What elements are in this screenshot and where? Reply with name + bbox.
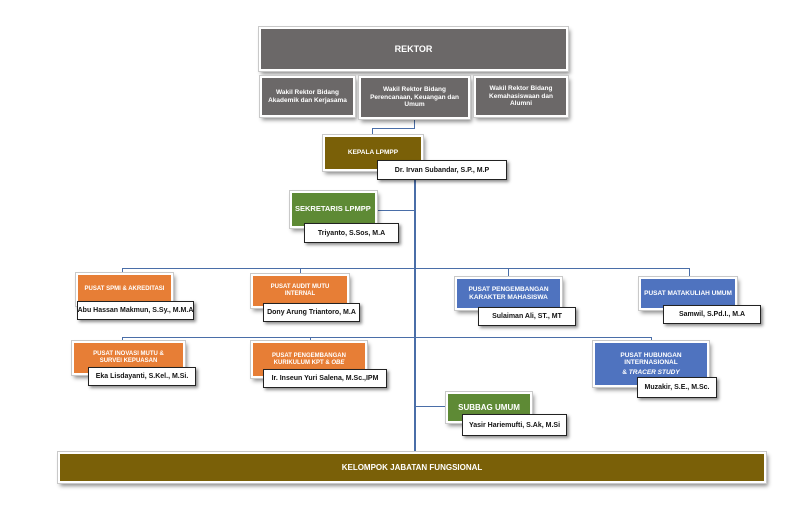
wakil-rektor-perencanaan-label: Wakil Rektor Bidang Perencanaan, Keuanga… bbox=[370, 86, 459, 109]
pusat-karakter-title: PUSAT PENGEMBANGAN KARAKTER MAHASISWA bbox=[468, 286, 549, 301]
connector-main-spine bbox=[414, 160, 416, 454]
connector-row2-kurikulum bbox=[310, 337, 311, 343]
kepala-lpmpp-title: KEPALA LPMPP bbox=[347, 149, 399, 157]
pusat-kurikulum-person: Ir. Inseun Yuri Salena, M.Sc.,IPM bbox=[263, 369, 387, 388]
sekretaris-lpmpp-box: SEKRETARIS LPMPP bbox=[290, 191, 377, 228]
subbag-umum-title: SUBBAG UMUM bbox=[458, 402, 520, 412]
connector-wakil-to-kepala-v1 bbox=[414, 117, 415, 128]
pusat-kurikulum-title-em: OBE bbox=[331, 359, 345, 366]
pusat-matkul-person: Samwil, S.Pd.I., M.A bbox=[663, 305, 761, 324]
connector-row1-audit bbox=[300, 268, 301, 276]
pusat-hubungan-title: PUSAT HUBUNGAN INTERNASIONAL bbox=[620, 351, 682, 367]
pusat-spmi-person: Abu Hassan Makmun, S.Sy., M.M.A bbox=[77, 301, 194, 320]
rektor-title: REKTOR bbox=[394, 43, 433, 54]
pusat-audit-person: Dony Arung Triantoro, M.A bbox=[263, 303, 360, 322]
connector-row1-spmi bbox=[122, 268, 123, 276]
pusat-hubungan-subtitle: & TRACER STUDY bbox=[622, 369, 679, 376]
connector-row2-bar bbox=[122, 337, 652, 338]
pusat-matkul-title: PUSAT MATAKULIAH UMUM bbox=[644, 289, 732, 297]
wakil-rektor-akademik-label: Wakil Rektor Bidang Akademik dan Kerjasa… bbox=[268, 89, 347, 104]
pusat-kurikulum-title-main: PUSAT PENGEMBANGAN KURIKULUM KPT & bbox=[272, 352, 346, 366]
pusat-audit-title: PUSAT AUDIT MUTU INTERNAL bbox=[270, 284, 330, 297]
connector-subbag bbox=[415, 406, 448, 407]
pusat-hubungan-em: TRACER STUDY bbox=[628, 368, 680, 376]
sekretaris-lpmpp-person: Triyanto, S.Sos, M.A bbox=[304, 223, 399, 243]
pusat-audit-box: PUSAT AUDIT MUTU INTERNAL bbox=[251, 274, 349, 308]
pusat-inovasi-title: PUSAT INOVASI MUTU & SURVEI KEPUASAN bbox=[93, 351, 164, 364]
kelompok-jabatan-fungsional-box: KELOMPOK JABATAN FUNGSIONAL bbox=[58, 452, 766, 483]
connector-row2-hubungan bbox=[651, 337, 652, 343]
connector-row2-inovasi bbox=[122, 337, 123, 343]
wakil-rektor-akademik-box: Wakil Rektor Bidang Akademik dan Kerjasa… bbox=[260, 76, 355, 117]
kepala-lpmpp-person: Dr. Irvan Subandar, S.P., M.P bbox=[377, 160, 507, 180]
rektor-box: REKTOR bbox=[259, 27, 568, 71]
pusat-matkul-box: PUSAT MATAKULIAH UMUM bbox=[639, 277, 737, 310]
sekretaris-lpmpp-title: SEKRETARIS LPMPP bbox=[295, 204, 371, 214]
connector-row1-karakter bbox=[508, 268, 509, 279]
subbag-umum-person: Yasir Hariemufti, S.Ak, M.Si bbox=[462, 414, 567, 436]
wakil-rektor-perencanaan-box: Wakil Rektor Bidang Perencanaan, Keuanga… bbox=[359, 76, 470, 119]
pusat-hubungan-person: Muzakir, S.E., M.Sc. bbox=[637, 377, 717, 398]
connector-sekretaris bbox=[376, 210, 415, 211]
connector-wakil-to-kepala-h bbox=[372, 128, 415, 129]
kelompok-jabatan-fungsional-title: KELOMPOK JABATAN FUNGSIONAL bbox=[341, 462, 483, 472]
pusat-inovasi-person: Eka Lisdayanti, S.Kel., M.Si. bbox=[88, 367, 196, 386]
connector-row1-bar bbox=[122, 268, 690, 269]
pusat-hubungan-amp: & bbox=[622, 368, 629, 376]
connector-wakil-to-kepala-v2 bbox=[372, 128, 373, 137]
wakil-rektor-kemahasiswaan-label: Wakil Rektor Bidang Kemahasiswaan dan Al… bbox=[489, 85, 553, 108]
pusat-spmi-title: PUSAT SPMI & AKREDITASI bbox=[84, 286, 165, 292]
pusat-karakter-box: PUSAT PENGEMBANGAN KARAKTER MAHASISWA bbox=[455, 277, 562, 310]
connector-row1-matkul bbox=[689, 268, 690, 279]
pusat-karakter-person: Sulaiman Ali, ST., MT bbox=[478, 307, 576, 326]
wakil-rektor-kemahasiswaan-box: Wakil Rektor Bidang Kemahasiswaan dan Al… bbox=[474, 76, 568, 117]
pusat-kurikulum-title: PUSAT PENGEMBANGAN KURIKULUM KPT & OBE bbox=[263, 353, 355, 367]
